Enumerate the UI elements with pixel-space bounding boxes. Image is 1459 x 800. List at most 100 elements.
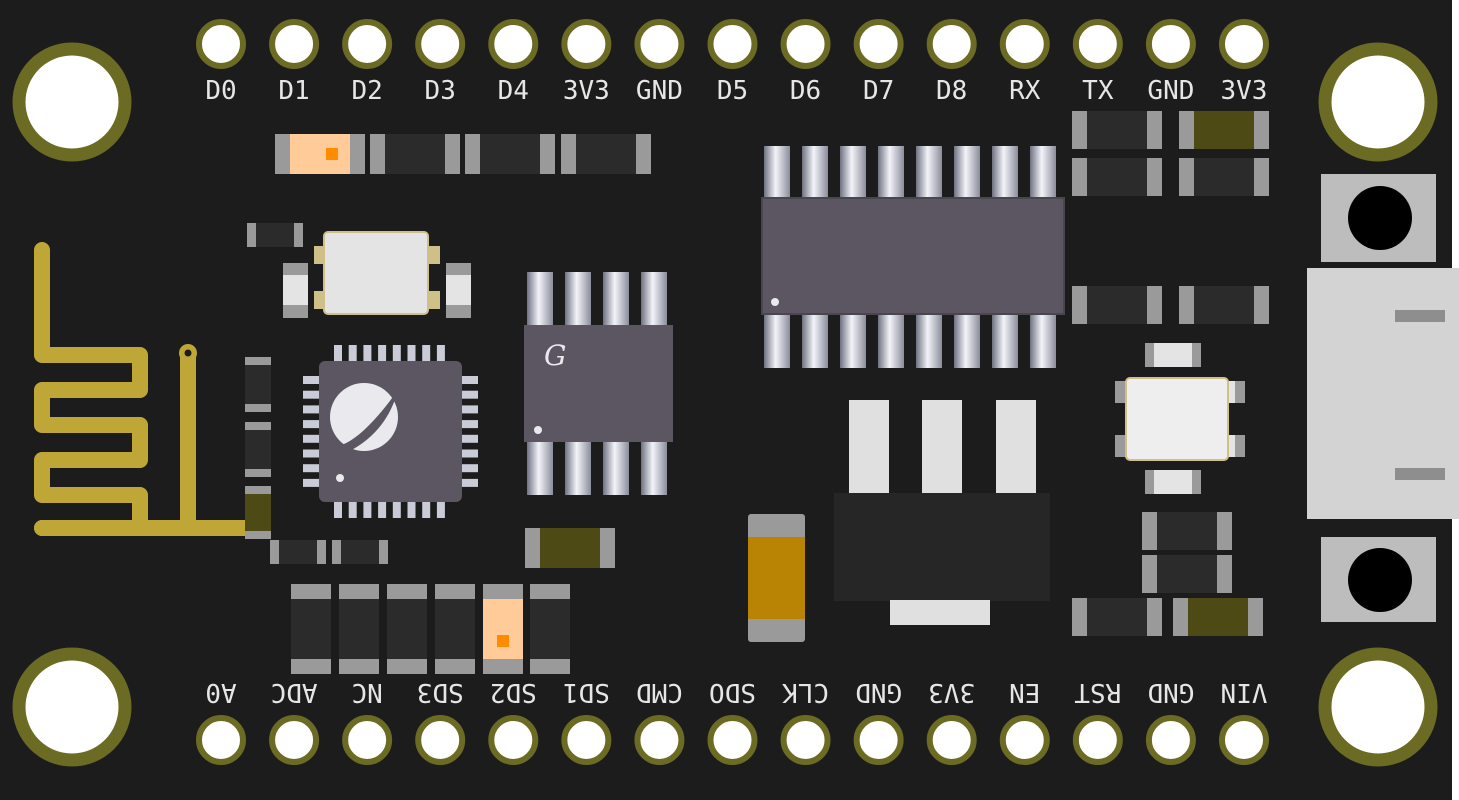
bottom-pin-pad-3 [415, 715, 466, 765]
qfn-pin-left-5 [303, 449, 319, 458]
qfn-pin-right-3 [462, 420, 478, 429]
bottom-pin-pad-11 [999, 715, 1050, 765]
bottom-pin-pad-14 [1218, 715, 1269, 765]
top-pin-label-7: D5 [717, 76, 748, 106]
flash-pin-top-0 [527, 272, 553, 327]
mounting-hole-bottom-left [12, 647, 132, 767]
voltage-regulator [834, 400, 1050, 625]
qfn-pin-left-2 [303, 405, 319, 414]
top-pin-label-14: 3V3 [1220, 76, 1267, 106]
bottom-pin-pad-1 [269, 715, 320, 765]
bottom-pin-label-11: EN [1009, 677, 1040, 707]
bottom-pin-label-8: CLK [782, 677, 829, 707]
qfn-pin-left-7 [303, 478, 319, 487]
qfn-pin-left-3 [303, 420, 319, 429]
small-resistor [247, 223, 303, 247]
small-resistor-pair [270, 540, 388, 564]
bottom-pin-label-5: SD1 [563, 677, 610, 707]
top-pin-label-13: GND [1147, 76, 1194, 106]
qfn-pin-top-7 [436, 345, 445, 361]
flash-pin-top-1 [565, 272, 591, 327]
sot23-component [1115, 343, 1245, 494]
bottom-pin-label-9: GND [855, 677, 902, 707]
bottom-pin-label-4: SD2 [490, 677, 537, 707]
espressif-logo [330, 383, 398, 451]
top-pin-pad-7 [707, 19, 758, 69]
qfn-pin-right-5 [462, 449, 478, 458]
qfn-pin-top-1 [348, 345, 357, 361]
top-pin-pad-3 [415, 19, 466, 69]
serial-pin-top-4 [916, 146, 942, 201]
qfn-pin-top-2 [363, 345, 372, 361]
flash-chip: G [524, 325, 673, 442]
qfn-pin-bottom-1 [348, 502, 357, 518]
serial-pin-bottom-5 [954, 313, 980, 368]
serial-pin-bottom-4 [916, 313, 942, 368]
bottom-pin-label-7: SDO [709, 677, 756, 707]
serial-pin-top-0 [764, 146, 790, 201]
mounting-hole-top-right [1318, 42, 1438, 162]
top-pin-pad-6 [634, 19, 685, 69]
flash-chip-marking: G [544, 339, 566, 372]
qfn-pin-right-4 [462, 434, 478, 443]
serial-pin-top-5 [954, 146, 980, 201]
top-pin-label-9: D7 [863, 76, 894, 106]
serial-pin-top-7 [1030, 146, 1056, 201]
antenna-feed-dot-center [184, 349, 192, 357]
qfn-pin-bottom-3 [378, 502, 387, 518]
qfn-pin-right-6 [462, 464, 478, 473]
top-pin-label-5: 3V3 [563, 76, 610, 106]
top-pin-pad-14 [1218, 19, 1269, 69]
bottom-pin-label-12: RST [1074, 677, 1121, 707]
flash-pin-bottom-1 [565, 440, 591, 495]
antenna-vertical-resistors [245, 357, 271, 539]
flash-pin-bottom-2 [603, 440, 629, 495]
bottom-pin-pad-8 [780, 715, 831, 765]
qfn-pin-bottom-0 [334, 502, 342, 518]
flash-pin-bottom-0 [527, 440, 553, 495]
serial-pin-bottom-0 [764, 313, 790, 368]
usb-serial-chip-pins [764, 146, 1056, 368]
qfn-pin-left-0 [303, 376, 319, 384]
bottom-left-smd-row [291, 584, 570, 674]
bottom-pin-pad-5 [561, 715, 612, 765]
serial-pin-bottom-7 [1030, 313, 1056, 368]
flash-chip-pins [527, 272, 667, 495]
serial-pin-top-1 [802, 146, 828, 201]
bottom-pin-label-3: SD3 [417, 677, 464, 707]
top-pin-label-0: D0 [205, 76, 236, 106]
qfn-pin-top-6 [422, 345, 431, 361]
top-pin-pad-10 [926, 19, 977, 69]
qfn-pin-bottom-6 [422, 502, 431, 518]
top-pin-label-3: D3 [425, 76, 456, 106]
bottom-pin-label-6: CMD [636, 677, 683, 707]
flash-button [1321, 174, 1436, 262]
bottom-pin-pad-0 [196, 715, 246, 765]
crystal-oscillator [283, 231, 471, 318]
bottom-pin-pad-10 [926, 715, 977, 765]
qfn-pin-top-5 [407, 345, 416, 361]
right-resistor-group [1072, 111, 1269, 636]
qfn-pin-right-0 [462, 376, 478, 384]
qfn-pin-right-7 [462, 478, 478, 487]
qfn-pin-bottom-7 [436, 502, 445, 518]
top-pin-pad-11 [999, 19, 1050, 69]
top-pin-pad-8 [780, 19, 831, 69]
flash-pin-top-3 [641, 272, 667, 327]
qfn-pin-right-1 [462, 390, 478, 399]
bottom-pin-pad-9 [853, 715, 904, 765]
qfn-pin-left-4 [303, 434, 319, 443]
bottom-pin-pad-13 [1145, 715, 1196, 765]
top-left-smd-row [275, 134, 651, 174]
top-pin-label-6: GND [636, 76, 683, 106]
usb-serial-chip [761, 197, 1065, 315]
serial-pin-bottom-1 [802, 313, 828, 368]
mounting-hole-top-left [12, 42, 132, 162]
qfn-pin-bottom-4 [392, 502, 401, 518]
serial-pin-top-2 [840, 146, 866, 201]
qfn-pin-top-0 [334, 345, 342, 361]
serial-pin-top-6 [992, 146, 1018, 201]
serial-pin-top-3 [878, 146, 904, 201]
